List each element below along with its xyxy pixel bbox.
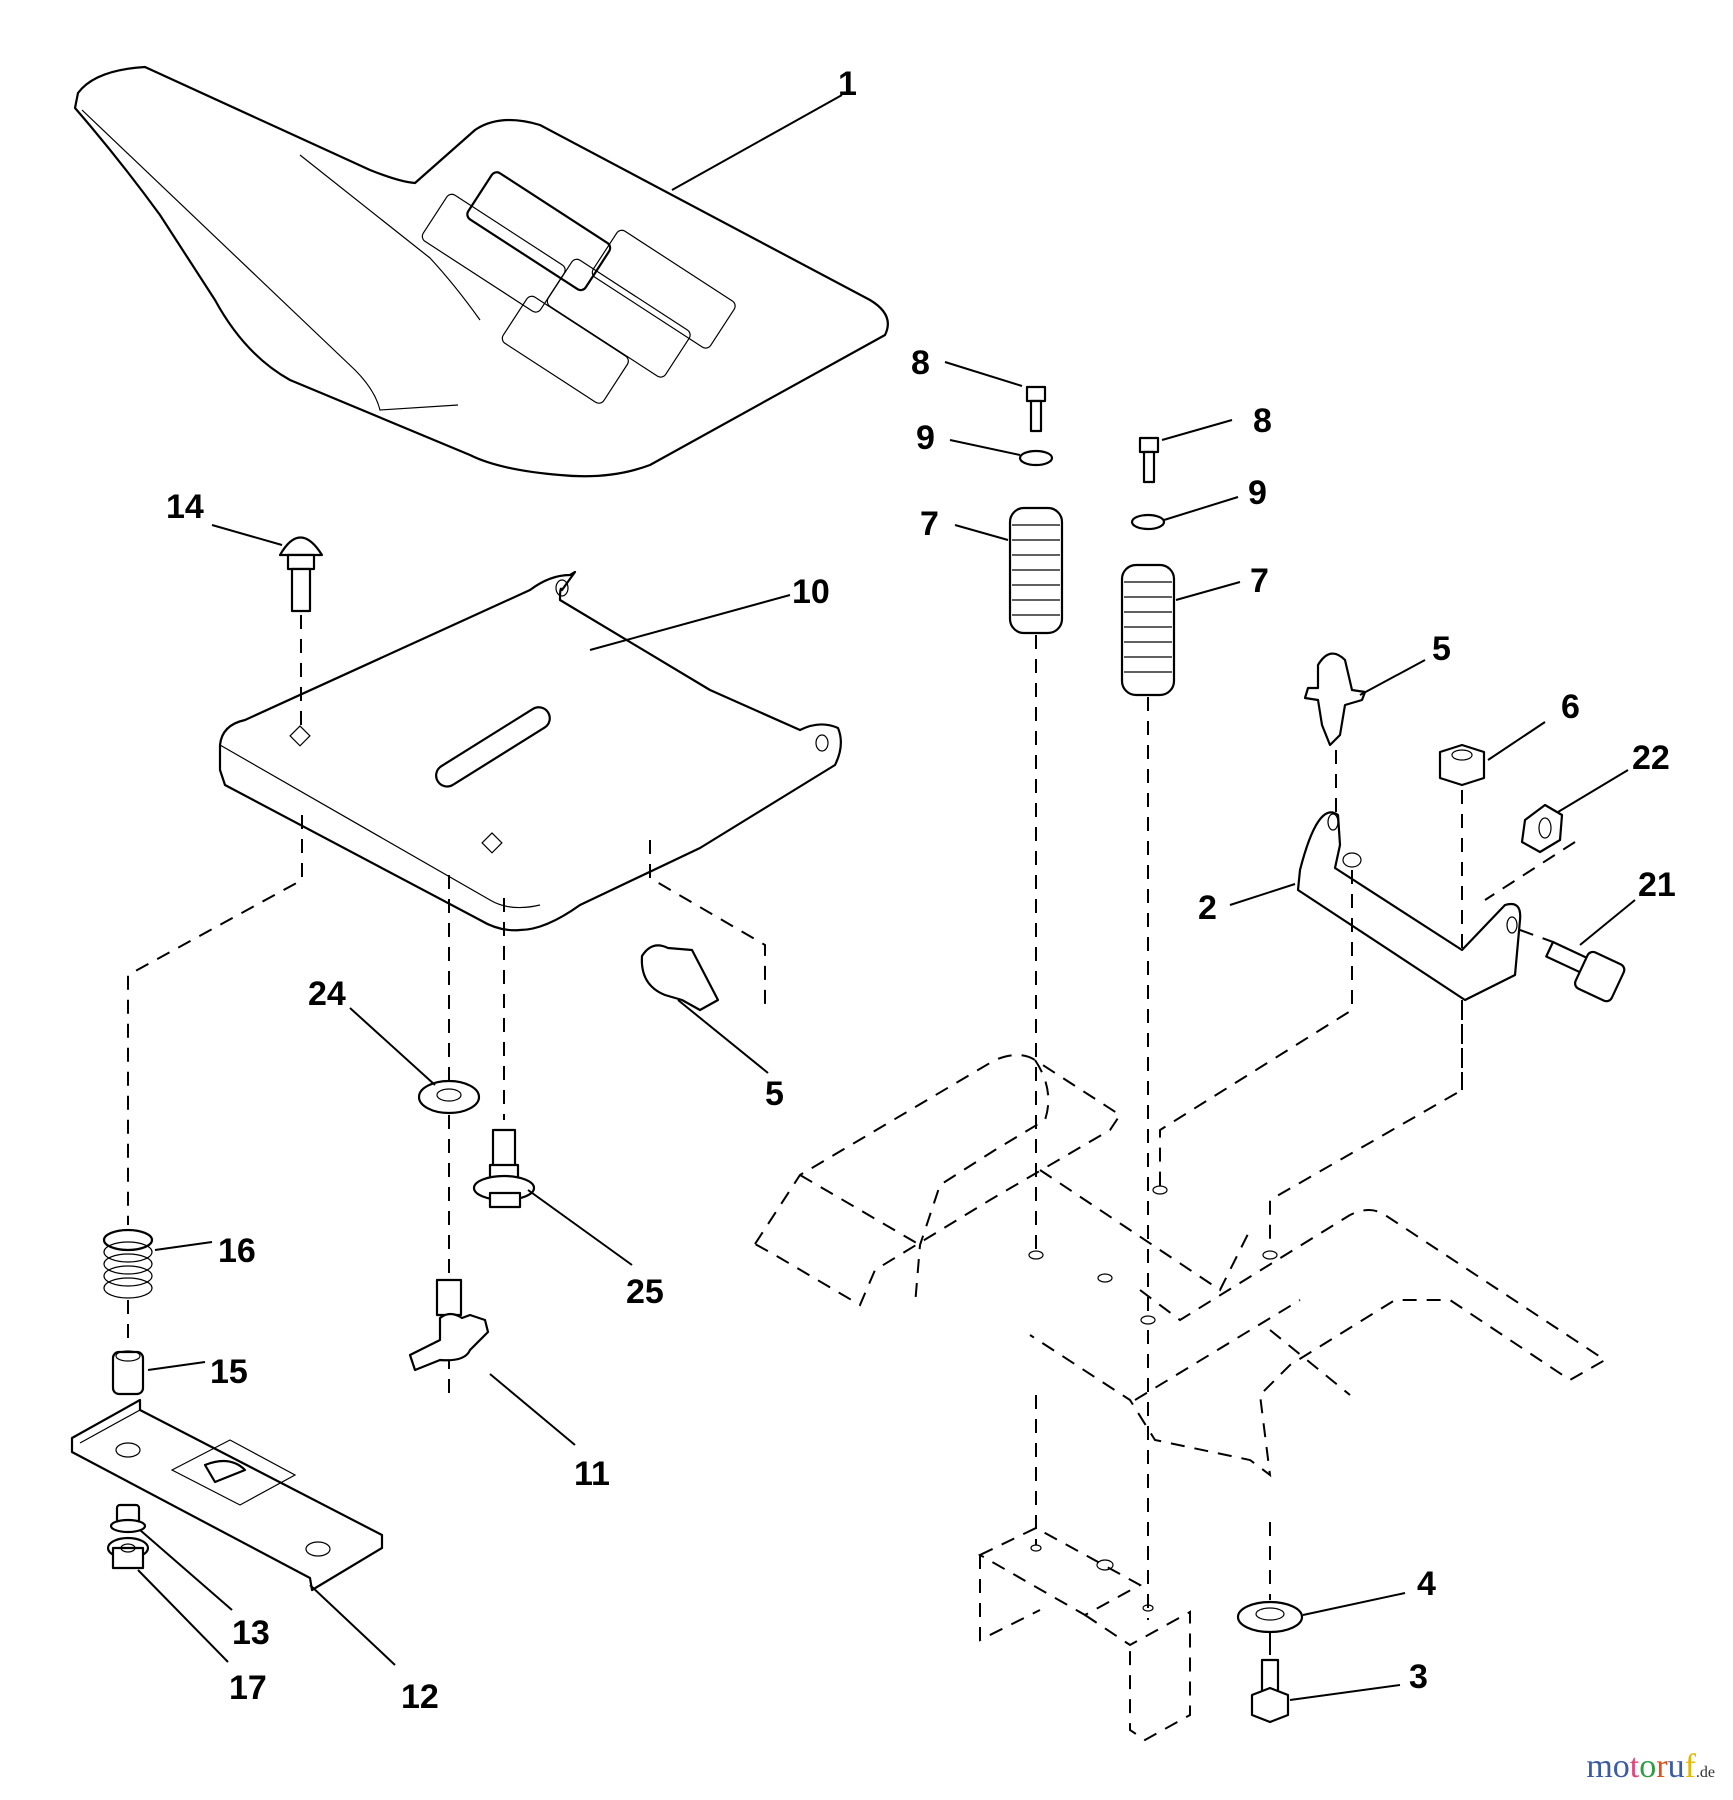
shoulder-screw-part-25 xyxy=(472,1128,633,1266)
clip-part-5-right xyxy=(1303,652,1426,890)
spacer-part-15 xyxy=(111,1350,206,1396)
frame-bracket-outline xyxy=(977,1526,1191,1742)
callout-9-left: 9 xyxy=(916,419,935,457)
callout-15: 15 xyxy=(210,1353,248,1391)
slide-bracket-part-12 xyxy=(70,1398,396,1666)
watermark-letter: f xyxy=(1684,1748,1696,1785)
assembly-line xyxy=(649,840,766,1008)
washer-part-4 xyxy=(1236,1592,1406,1655)
seat-pan-part-10 xyxy=(218,570,842,932)
shoulder-bolt-part-21 xyxy=(1519,899,1636,1003)
callout-3: 3 xyxy=(1409,1658,1428,1696)
lock-nut-part-6 xyxy=(1438,721,1546,1090)
callout-21: 21 xyxy=(1638,866,1676,904)
fender-outline xyxy=(753,1054,1607,1620)
callout-17: 17 xyxy=(229,1669,267,1707)
callout-14: 14 xyxy=(166,488,204,526)
watermark-letter: t xyxy=(1629,1748,1640,1785)
washer-part-9-left xyxy=(949,439,1054,467)
callout-8-right: 8 xyxy=(1253,402,1272,440)
watermark-letter: m xyxy=(1586,1748,1613,1785)
washer-part-9-right xyxy=(1130,496,1239,531)
callout-10: 10 xyxy=(792,573,830,611)
nut-part-22 xyxy=(1520,769,1629,854)
callout-7-left: 7 xyxy=(920,505,939,543)
assembly-line xyxy=(127,815,303,1225)
spring-part-7-left xyxy=(954,506,1064,1250)
watermark-letter: o xyxy=(1612,1748,1630,1785)
spring-part-16 xyxy=(102,1228,213,1345)
callout-5-left: 5 xyxy=(765,1075,784,1113)
spring-part-7-right xyxy=(1120,563,1241,1320)
screw-part-13 xyxy=(109,1503,233,1611)
callout-22: 22 xyxy=(1632,739,1670,777)
flange-nut-part-17 xyxy=(106,1536,229,1663)
bolt-part-8-right xyxy=(1138,419,1233,484)
seat-part-1 xyxy=(73,65,889,478)
clip-part-5-left xyxy=(640,944,769,1074)
callout-5-right: 5 xyxy=(1432,630,1451,668)
callout-9-right: 9 xyxy=(1248,474,1267,512)
callout-7-right: 7 xyxy=(1250,562,1269,600)
callout-11: 11 xyxy=(574,1455,610,1493)
bracket-part-2 xyxy=(1159,811,1576,1240)
callout-13: 13 xyxy=(232,1614,270,1652)
callout-2: 2 xyxy=(1198,889,1217,927)
bolt-part-3 xyxy=(1250,1658,1401,1724)
wing-knob-part-11 xyxy=(408,1278,576,1446)
watermark-logo: motoruf.de xyxy=(1586,1748,1715,1786)
bolt-part-8-left xyxy=(944,361,1047,433)
carriage-bolt-part-14 xyxy=(211,524,324,735)
watermark-letter: o xyxy=(1639,1748,1657,1785)
washer-part-24 xyxy=(349,1007,481,1115)
watermark-letter: r xyxy=(1656,1748,1668,1785)
callout-4: 4 xyxy=(1417,1565,1436,1603)
callout-12: 12 xyxy=(401,1678,439,1716)
callout-1: 1 xyxy=(838,65,857,103)
callout-16: 16 xyxy=(218,1232,256,1270)
callout-24: 24 xyxy=(308,975,346,1013)
callout-6: 6 xyxy=(1561,688,1580,726)
callout-25: 25 xyxy=(626,1273,664,1311)
watermark-letter: u xyxy=(1667,1748,1685,1785)
watermark-suffix: .de xyxy=(1695,1764,1715,1781)
callout-8-left: 8 xyxy=(911,344,930,382)
